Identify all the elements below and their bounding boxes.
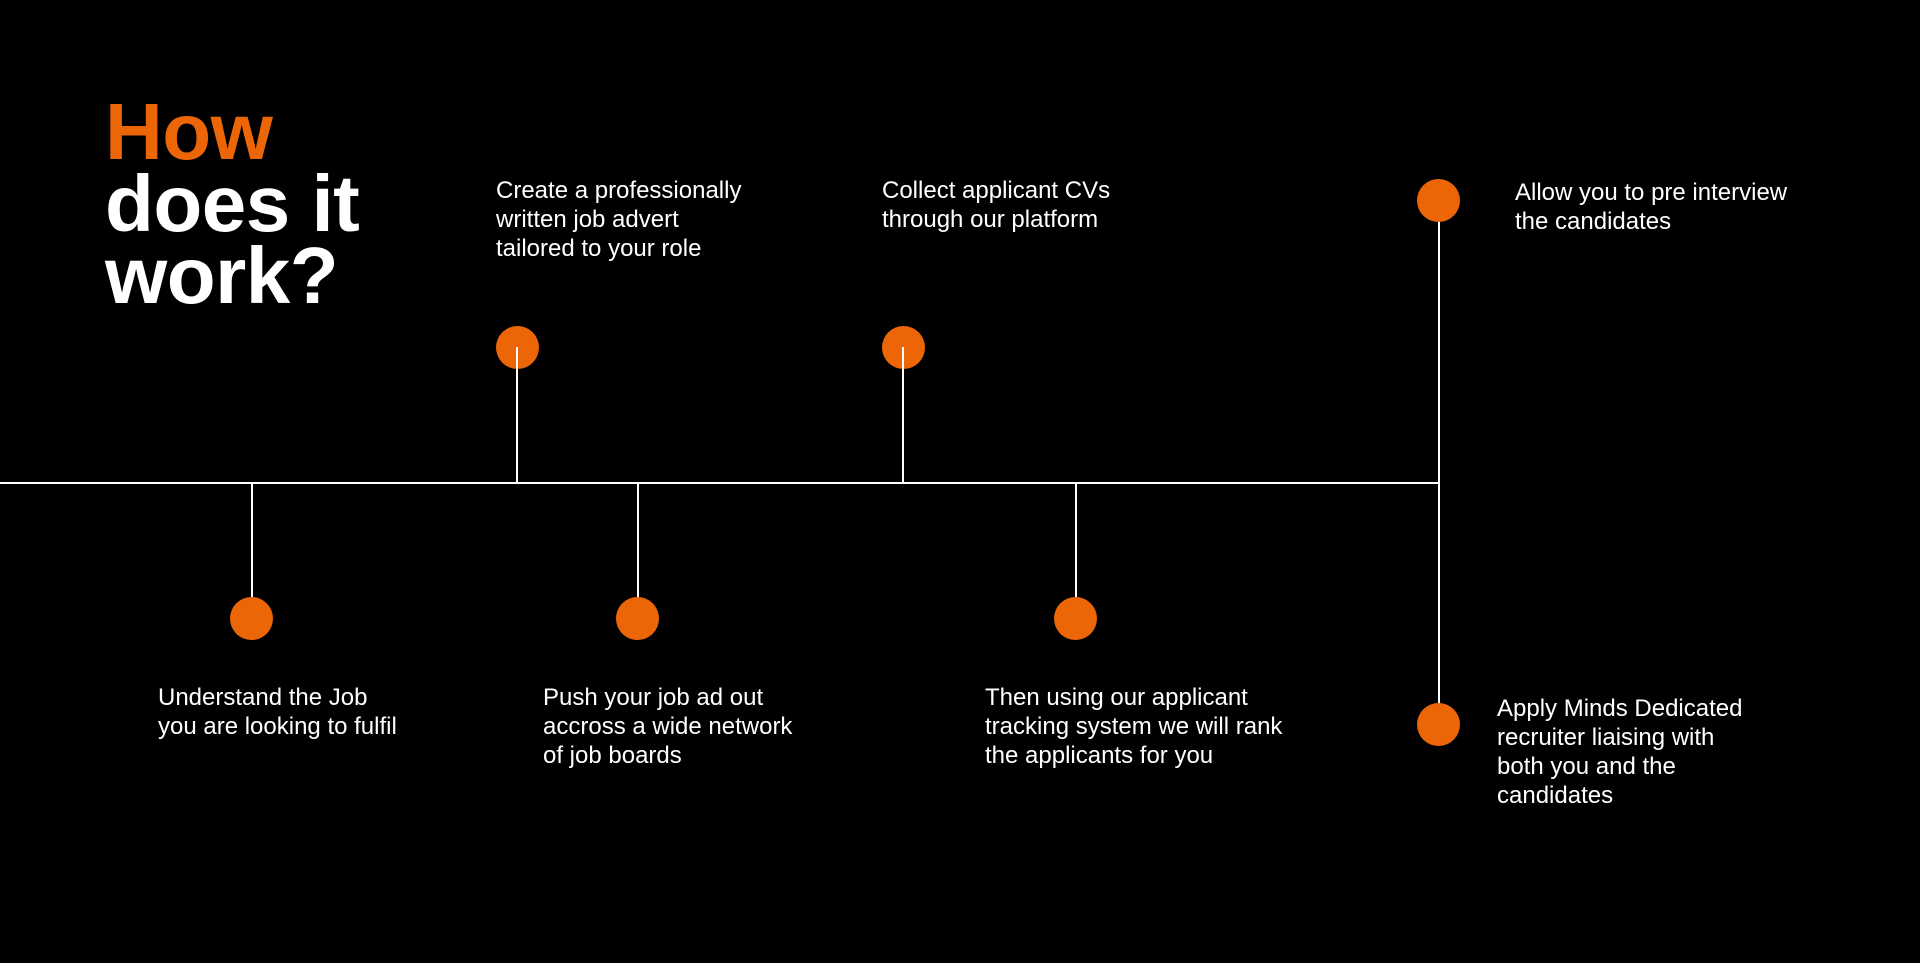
step-5-connector [1075, 482, 1077, 619]
step-1-text: Understand the Job you are looking to fu… [158, 684, 397, 740]
page-title: How does it work? [105, 87, 360, 320]
step-6-text: Allow you to pre interview the candidate… [1515, 179, 1788, 235]
step-3-connector [637, 482, 639, 619]
step-2-text: Create a professionally written job adve… [496, 177, 742, 262]
step-3-marker [616, 597, 659, 640]
timeline-axis [0, 482, 1439, 484]
title-accent-word: How [105, 87, 273, 176]
step-1-connector [251, 482, 253, 619]
step-2-connector [516, 347, 518, 483]
step-3-text: Push your job ad out accross a wide netw… [543, 684, 793, 769]
step-6-marker [1417, 179, 1460, 222]
step-4-connector [902, 347, 904, 483]
step-5-text: Then using our applicant tracking system… [985, 684, 1283, 769]
step-7-text: Apply Minds Dedicated recruiter liaising… [1497, 695, 1743, 809]
step-1-marker [230, 597, 273, 640]
step-5-marker [1054, 597, 1097, 640]
step-7-marker [1417, 703, 1460, 746]
final-vertical-connector [1438, 200, 1440, 725]
title-rest: does it work? [105, 159, 360, 320]
step-4-text: Collect applicant CVs through our platfo… [882, 177, 1111, 233]
